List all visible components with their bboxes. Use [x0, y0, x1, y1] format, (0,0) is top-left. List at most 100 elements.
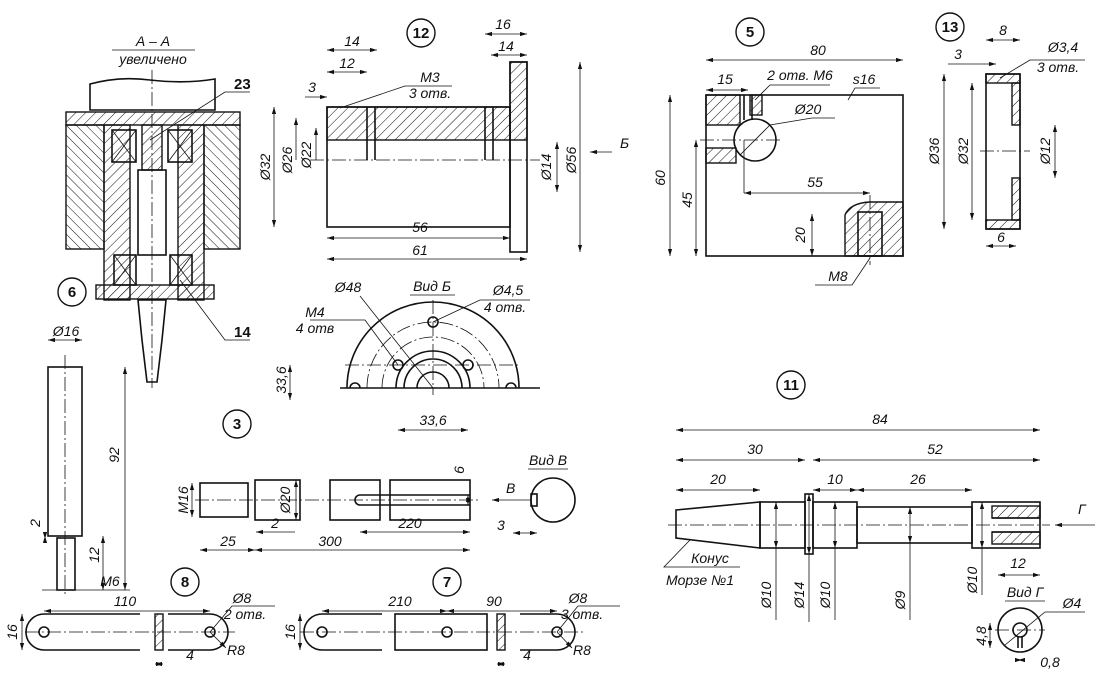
part-number-badge	[170, 567, 200, 597]
hole	[462, 359, 474, 371]
dim-label: Ø3,4	[1047, 39, 1079, 55]
thread-label: М4	[305, 304, 325, 320]
part-number: 13	[942, 19, 959, 36]
dim-label: 10	[827, 471, 843, 487]
part-number-badge	[406, 18, 436, 48]
thread-label: 2 отв. М6	[766, 67, 833, 83]
callout-14: 14	[234, 324, 251, 341]
view-arrow-label: Г	[1078, 501, 1087, 517]
dim-label: 90	[486, 593, 502, 609]
thread-label: М3	[420, 69, 440, 85]
view-arrow-label: В	[506, 480, 515, 496]
part-number: 7	[443, 574, 451, 591]
dim-label: Ø16	[52, 323, 80, 339]
dim-label: 33,6	[419, 412, 446, 428]
dim-label: Ø20	[794, 101, 822, 117]
dim-label: Ø22	[298, 142, 314, 170]
dim-label: Ø36	[926, 138, 942, 166]
thread-label: М6	[100, 573, 120, 589]
hole	[427, 316, 439, 328]
view-title: Вид Б	[413, 278, 451, 294]
dim-label: 12	[86, 547, 102, 563]
part-number: 12	[413, 25, 430, 42]
dim-label: Ø8	[568, 590, 588, 606]
view-b-flange: Вид Б Ø48 Ø4,5 4 отв. М4 4 отв 33,6 33,6	[273, 278, 540, 433]
bearing-bottom-left	[113, 254, 137, 286]
holes-label: 4 отв.	[484, 299, 526, 315]
dim-label: 220	[397, 515, 422, 531]
part-number: 8	[181, 574, 189, 591]
holes-label: 2 отв.	[223, 606, 266, 622]
part-number-badge	[432, 567, 462, 597]
dim-label: 45	[679, 192, 695, 208]
part-number-badge	[776, 370, 806, 400]
dim-label: 15	[717, 71, 733, 87]
holes-label: 3 отв.	[409, 85, 451, 101]
dim-label: Ø56	[563, 147, 579, 175]
callout-23: 23	[234, 76, 251, 93]
dim-label: 12	[339, 55, 355, 71]
holes-label: 3 отв.	[561, 606, 603, 622]
dim-label: 6	[997, 229, 1005, 245]
dim-label: 30	[747, 441, 763, 457]
dim-label: 33,6	[273, 366, 289, 393]
hole	[392, 359, 404, 371]
dim-label: 4	[186, 647, 194, 663]
dim-label: 2	[27, 519, 43, 528]
dim-label: Ø10	[817, 582, 833, 610]
dim-label: 14	[344, 33, 360, 49]
dim-label: 61	[412, 242, 428, 258]
dim-label: 210	[387, 593, 412, 609]
dim-label: Ø14	[538, 154, 554, 182]
dim-label: 4	[523, 647, 531, 663]
part-number: 6	[68, 284, 76, 301]
taper-label: Конус	[691, 550, 729, 566]
part-5: 5 80 15 2 отв. М6 s16 Ø20 60 45 55 20 М8	[652, 17, 904, 286]
holes-label: 3 отв.	[1037, 59, 1079, 75]
dim-label: Ø12	[1037, 138, 1053, 166]
dim-label: 16	[282, 624, 298, 640]
dim-label: Ø10	[758, 582, 774, 610]
dim-label: Ø32	[955, 138, 971, 166]
bearing-bottom-right	[169, 254, 193, 286]
dim-label: 16	[4, 624, 20, 640]
dim-label: Ø8	[232, 590, 252, 606]
dim-label: Ø14	[791, 582, 807, 610]
thread-label: М8	[828, 268, 848, 284]
part-number: 5	[746, 24, 754, 41]
section-a-a: А – А увеличено 23 14	[65, 33, 251, 388]
part-11: 11 Г 84 30 52 20 10 26 12 Конус Морзе №1…	[663, 370, 1095, 670]
part-number-badge	[222, 409, 252, 439]
dim-label: Ø4,5	[492, 282, 524, 298]
part-8: 8 110 Ø8 2 отв. 16 4 R8	[4, 567, 275, 667]
part-number-badge	[57, 277, 87, 307]
dim-label: 92	[106, 447, 122, 463]
section-subtitle: увеличено	[118, 51, 187, 67]
dim-label: 6	[451, 466, 467, 474]
taper-label: Морзе №1	[666, 572, 734, 588]
dim-label: 60	[652, 170, 668, 186]
dim-label: Ø32	[257, 154, 273, 182]
view-title: Вид В	[529, 452, 567, 468]
dim-label: 3	[497, 517, 505, 533]
dim-label: 0,8	[1040, 654, 1060, 670]
dim-label: 4,8	[973, 626, 989, 646]
dim-label: 2	[270, 515, 279, 531]
dim-label: Ø48	[334, 279, 362, 295]
dim-label: 55	[807, 174, 823, 190]
part-number: 11	[783, 377, 799, 394]
dim-label: 26	[909, 471, 926, 487]
dim-label: 3	[954, 46, 962, 62]
dim-label: 84	[872, 411, 888, 427]
dim-label: 8	[999, 22, 1007, 38]
dim-label: 110	[114, 593, 137, 609]
bearing-top-right	[167, 129, 193, 163]
dim-label: Ø9	[892, 590, 908, 610]
part-3: 3 М16 Ø20 2 25 300 220 6 В Вид В 3	[175, 409, 576, 553]
dim-label: Ø20	[277, 487, 293, 515]
dim-label: Ø26	[279, 147, 295, 175]
radius-label: R8	[227, 642, 245, 658]
radius-label: R8	[573, 642, 591, 658]
thickness-label: s16	[853, 71, 876, 87]
